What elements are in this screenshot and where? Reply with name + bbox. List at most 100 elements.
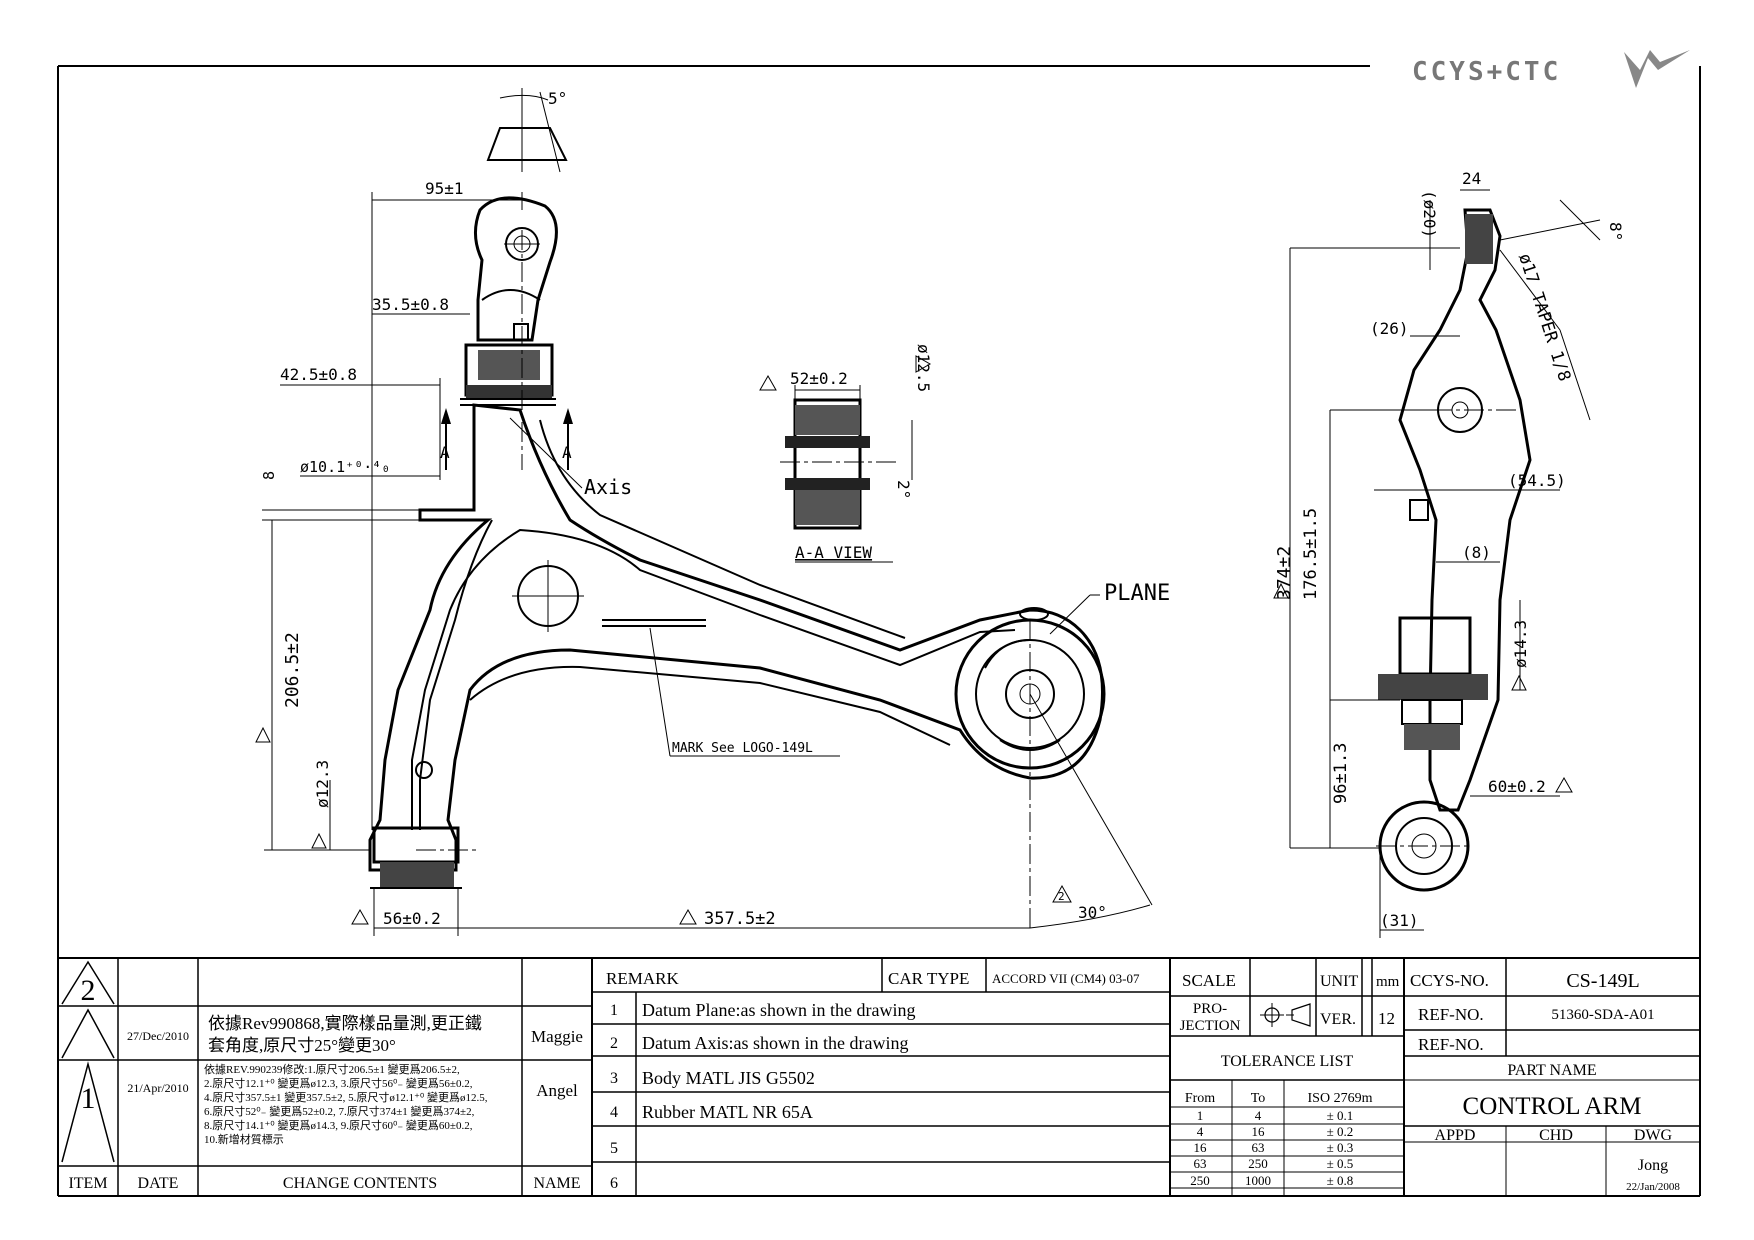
remark-no-3: 3 [610,1070,618,1087]
dwg-name: Jong [1638,1157,1668,1174]
tol-r1-val: ± 0.1 [1327,1108,1354,1123]
remark-text-3: Body MATL JIS G5502 [642,1068,815,1088]
ver-label: VER. [1320,1011,1356,1028]
remark-text-4: Rubber MATL NR 65A [642,1102,813,1122]
angle-30: 30° [1078,903,1107,922]
projection-label-2: JECTION [1180,1018,1241,1034]
tol-r4-to: 250 [1248,1156,1268,1171]
remark-no-1: 1 [610,1002,618,1019]
remark-text-1: Datum Plane:as shown in the drawing [642,1000,915,1020]
rev-content-1-line3: 4.原尺寸357.5±1 變更357.5±2, 5.原尺寸ø12.1⁺⁰ 變更爲… [204,1090,488,1104]
rev-header-item: ITEM [68,1175,107,1192]
ref-no-label: REF-NO. [1418,1005,1484,1024]
dwg-date: 22/Jan/2008 [1626,1181,1680,1193]
rev-content-2-line2: 套角度,原尺寸25°變更30° [208,1036,396,1055]
ref-no-value: 51360-SDA-A01 [1551,1007,1654,1023]
rev-date-2: 27/Dec/2010 [127,1029,189,1043]
rev-item-1: 1 [81,1082,96,1115]
tolerance-title: TOLERANCE LIST [1221,1053,1354,1070]
projection-label-1: PRO- [1193,1001,1227,1017]
section-title: A-A VIEW [795,543,872,562]
brand-emblem-icon [1624,50,1690,88]
section-a-left: A [440,443,450,462]
dim-12-3: ø12.3 [313,760,332,808]
tol-r1-from: 1 [1197,1108,1204,1123]
tol-r1-to: 4 [1255,1108,1262,1123]
tol-r3-val: ± 0.3 [1327,1140,1354,1155]
chd-label: CHD [1539,1127,1573,1144]
dim-56: 56±0.2 [383,909,441,928]
tol-r3-from: 16 [1194,1140,1208,1155]
remark-no-2: 2 [610,1035,618,1052]
section-a-right: A [562,443,572,462]
dim-60: 60±0.2 [1488,777,1546,796]
tol-r5-to: 1000 [1245,1173,1271,1188]
tol-header-to: To [1251,1091,1266,1106]
rev-name-1: Angel [536,1081,578,1100]
part-name-label: PART NAME [1507,1062,1596,1079]
angle-2: 2° [894,480,913,499]
ccys-no-value: CS-149L [1566,970,1639,992]
tol-r5-from: 250 [1190,1173,1210,1188]
tri-note-2: 2 [1058,890,1065,903]
dim-52: 52±0.2 [790,369,848,388]
dim-14-3: ø14.3 [1511,620,1530,668]
ver-value: 12 [1378,1009,1395,1028]
ref-no2-label: REF-NO. [1418,1035,1484,1054]
tol-r3-to: 63 [1252,1140,1265,1155]
dim-8: 8 [260,471,278,480]
ccys-no-label: CCYS-NO. [1410,971,1489,990]
section-a-a-view: 52±0.2 ø12.5 2° A-A VIEW [759,344,933,563]
dim-31: (31) [1380,911,1419,930]
tol-r2-from: 4 [1197,1124,1204,1139]
tol-r4-from: 63 [1194,1156,1207,1171]
dwg-label: DWG [1634,1127,1673,1144]
tol-r5-val: ± 0.8 [1327,1173,1354,1188]
brand-logo-text: CCYS+CTC [1412,57,1561,87]
dim-8p: (8) [1462,543,1491,562]
remark-no-5: 5 [610,1140,618,1157]
appd-label: APPD [1435,1127,1476,1144]
rev-header-content: CHANGE CONTENTS [283,1175,437,1192]
dim-24: 24 [1462,169,1481,188]
title-block-text: 2 27/Dec/2010 依據Rev990868,實際樣品量測,更正鐵 套角度… [68,969,1680,1193]
sheet-border [57,65,1701,1197]
rev-content-1-line5: 8.原尺寸14.1⁺⁰ 變更爲ø14.3, 9.原尺寸60⁰₋ 變更爲60±0.… [204,1118,473,1132]
remark-no-4: 4 [610,1104,618,1121]
rev-content-2-line1: 依據Rev990868,實際樣品量測,更正鐵 [208,1014,482,1033]
car-type-label: CAR TYPE [888,969,969,988]
dim-42-5: 42.5±0.8 [280,365,357,384]
rev-content-1-line1: 依據REV.990239修改:1.原尺寸206.5±1 變更爲206.5±2, [204,1062,460,1076]
brand-logo: CCYS+CTC [1412,50,1690,88]
dim-357-5: 357.5±2 [704,909,776,929]
car-type-value: ACCORD VII (CM4) 03-07 [992,971,1140,986]
dim-12-5: ø12.5 [914,344,933,392]
remark-no-6: 6 [610,1175,618,1192]
tol-r2-to: 16 [1252,1124,1266,1139]
unit-label: UNIT [1320,973,1358,990]
rev-name-2: Maggie [531,1027,583,1046]
remark-text-2: Datum Axis:as shown in the drawing [642,1033,908,1053]
tol-header-from: From [1185,1091,1215,1106]
dim-206-5: 206.5±2 [282,632,303,708]
mark-logo-label: MARK See LOGO-149L [672,741,813,756]
rev-content-1-line4: 6.原尺寸52⁰₋ 變更爲52±0.2, 7.原尺寸374±1 變更爲374±2… [204,1104,475,1118]
dim-26: (26) [1370,319,1409,338]
axis-label: Axis [584,475,632,499]
title-block-grid [58,957,1700,1196]
dim-10-1: ø10.1⁺⁰·⁴₀ [300,458,390,476]
rev-header-date: DATE [138,1175,179,1192]
rev-content-1-line6: 10.新增材質標示 [204,1132,284,1146]
tol-r4-val: ± 0.5 [1327,1156,1354,1171]
dim-96: 96±1.3 [1331,743,1351,804]
tol-r2-val: ± 0.2 [1327,1124,1354,1139]
angle-8: 8° [1606,222,1625,241]
dim-95: 95±1 [425,179,464,198]
dim-35-5: 35.5±0.8 [372,295,449,314]
rev-date-1: 21/Apr/2010 [127,1081,188,1095]
dim-176-5: 176.5±1.5 [1301,508,1321,600]
unit-value: mm [1376,974,1400,990]
rev-content-1-line2: 2.原尺寸12.1⁺⁰ 變更爲ø12.3, 3.原尺寸56⁰₋ 變更爲56±0.… [204,1076,473,1090]
rev-header-name: NAME [533,1175,580,1192]
